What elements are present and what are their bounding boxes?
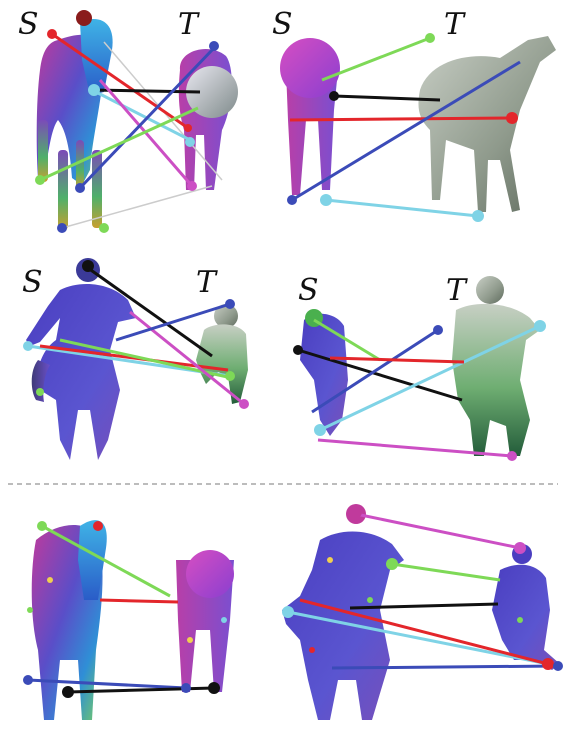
target-horse-shape	[418, 36, 556, 212]
source-label: S	[18, 7, 39, 42]
panel-bottom-right	[282, 504, 563, 720]
panel-top-left: S T	[18, 7, 238, 233]
target-label: T	[178, 7, 200, 42]
panel-top-right: S T	[272, 7, 556, 222]
target-label: T	[446, 273, 468, 308]
panel-mid-left: S T	[22, 258, 249, 460]
panel-mid-right: S T	[293, 273, 546, 461]
source-label: S	[22, 265, 43, 300]
target-horse-shape	[179, 49, 238, 190]
source-horse-rear	[280, 38, 340, 195]
target-label: T	[444, 7, 466, 42]
target-label: T	[196, 265, 218, 300]
source-label: S	[298, 273, 319, 308]
source-label: S	[272, 7, 293, 42]
target-centaur-shape	[196, 304, 248, 404]
source-centaur-shape	[300, 309, 348, 436]
panel-bottom-left	[23, 520, 234, 720]
